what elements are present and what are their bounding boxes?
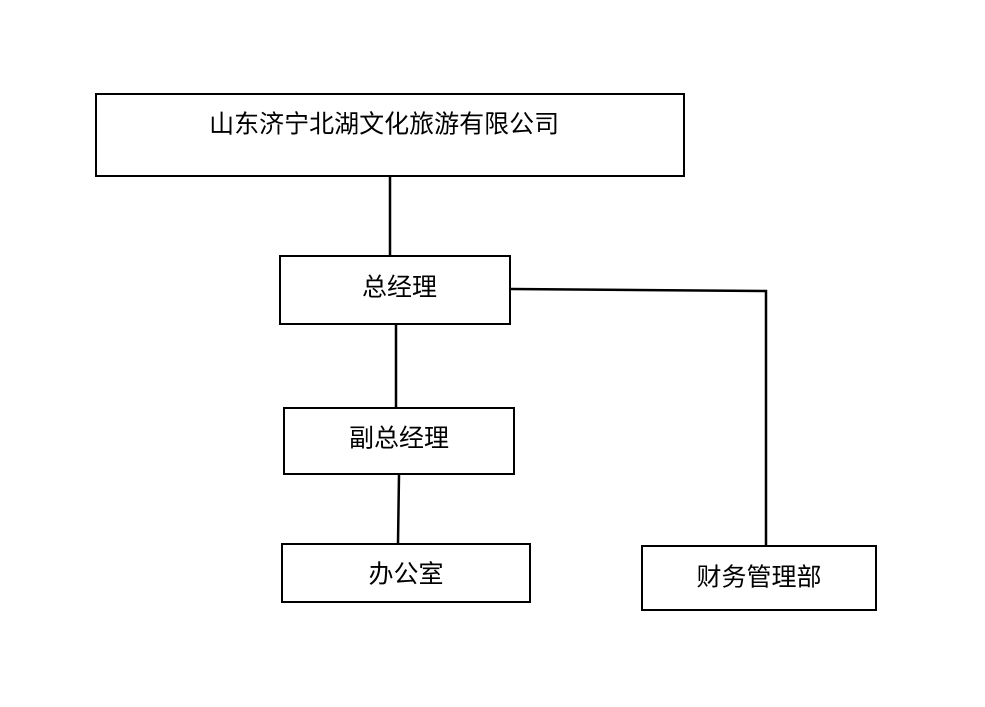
- general-manager-box: 总经理: [279, 255, 511, 325]
- connector-general-manager-to-finance: [510, 287, 768, 545]
- company-label: 山东济宁北湖文化旅游有限公司: [209, 109, 560, 139]
- general-manager-label: 总经理: [362, 272, 438, 302]
- finance-department-label: 财务管理部: [696, 562, 822, 592]
- office-box: 办公室: [281, 543, 531, 603]
- deputy-general-manager-box: 副总经理: [283, 407, 515, 475]
- office-label: 办公室: [368, 559, 444, 589]
- connector-deputy-to-office: [396, 474, 401, 544]
- finance-department-box: 财务管理部: [641, 545, 877, 611]
- company-box: 山东济宁北湖文化旅游有限公司: [95, 93, 685, 177]
- deputy-general-manager-label: 副总经理: [348, 423, 450, 453]
